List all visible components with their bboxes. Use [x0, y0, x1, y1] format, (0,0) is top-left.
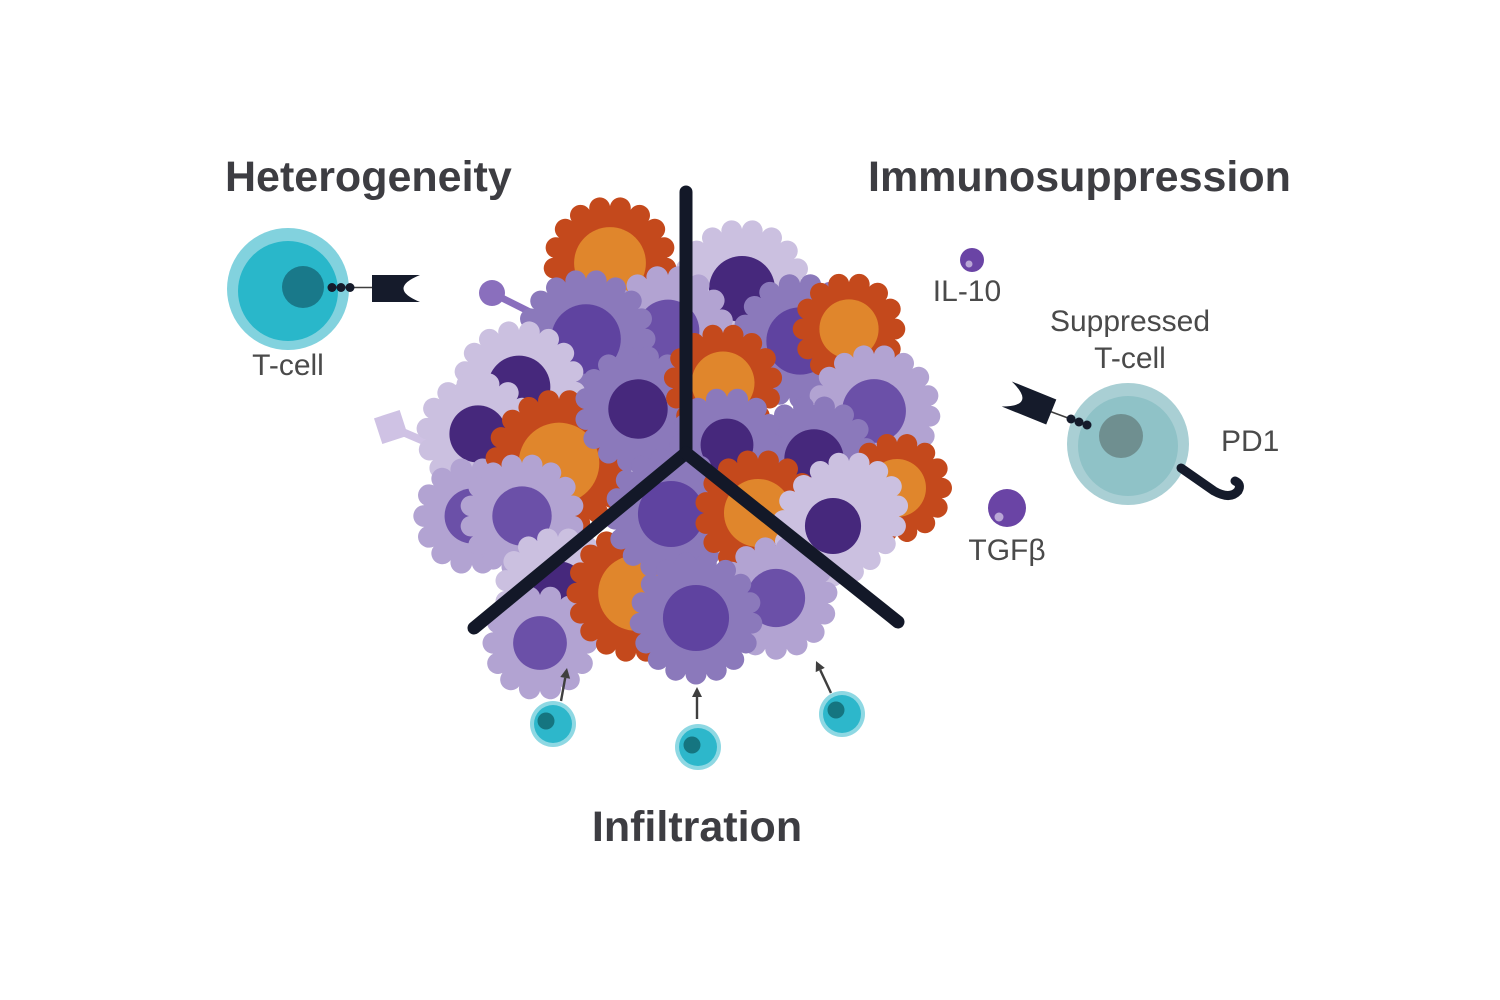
suppressed-tcell-receptor-dot	[1074, 417, 1084, 427]
sector-divider	[467, 185, 905, 635]
tumor-cell-nucleus	[637, 480, 705, 548]
arrow-head	[560, 668, 571, 679]
tumor-cell-nucleus	[662, 584, 730, 652]
infiltration-title: Infiltration	[591, 803, 803, 851]
arrow-head	[692, 687, 702, 697]
tumor-cell-nucleus	[746, 568, 806, 628]
tumor-cell-cluster	[413, 197, 952, 700]
infiltration-arrow	[815, 661, 833, 694]
suppressed-tcell	[1001, 381, 1244, 505]
pd1-receptor	[1176, 463, 1244, 500]
tgfb-molecule-dot	[994, 512, 1004, 522]
pd1-label: PD1	[1221, 425, 1280, 458]
tumor-cell-Lm	[482, 586, 598, 700]
il10-molecule	[960, 248, 984, 272]
tumor-cell-nucleus	[513, 616, 567, 670]
tcell-nucleus	[282, 266, 324, 308]
tcell-receptor-dot	[327, 283, 337, 292]
pin-head	[479, 280, 505, 306]
suppressed-tcell-flag-receptor	[1001, 381, 1057, 425]
suppressed-tcell-receptor-dot	[1066, 414, 1076, 424]
tcell-label: T-cell	[252, 349, 324, 382]
infiltrating-tcell-nucleus	[827, 701, 845, 719]
tgfb-label: TGFβ	[968, 534, 1046, 567]
tgfb-molecule	[988, 489, 1026, 527]
tumor-cell-nucleus	[608, 379, 668, 439]
arrow-shaft	[559, 677, 567, 702]
infiltration-arrow	[692, 687, 702, 719]
il10-label: IL-10	[932, 275, 1002, 308]
tcell-flag-receptor	[372, 275, 420, 302]
suppressed-tcell-nucleus	[1099, 414, 1143, 458]
suppressed-tcell-receptor-dot	[1082, 420, 1092, 430]
suppressed-tcell-label-line1: Suppressed	[1049, 305, 1211, 338]
tumor-cell-nucleus	[804, 497, 862, 555]
tcell-receptor-dot	[336, 283, 346, 292]
il10-molecule-dot	[965, 260, 973, 268]
divider-arm-bottom-right	[679, 446, 905, 629]
suppressed-tcell-label-line2: T-cell	[1094, 342, 1166, 375]
arrow-head	[815, 661, 825, 673]
paddle-head	[373, 409, 409, 445]
tgfb-molecule-body	[988, 489, 1026, 527]
infiltration-arrow	[559, 668, 571, 702]
suppressed-tcell-label: Suppressed T-cell	[1030, 303, 1230, 377]
heterogeneity-title: Heterogeneity	[225, 153, 512, 201]
infiltrating-tcell	[819, 691, 865, 737]
infiltrating-tcell-nucleus	[537, 712, 555, 730]
tumor-cell-nucleus	[492, 486, 552, 546]
infiltrating-tcell-nucleus	[683, 736, 701, 754]
divider-arm-bottom-left	[467, 446, 693, 635]
tumor-cell-nucleus	[819, 299, 879, 359]
arrow-shaft	[819, 669, 833, 694]
tcell-receptor-dot	[345, 283, 355, 292]
immunosuppression-title: Immunosuppression	[868, 153, 1291, 201]
infiltrating-tcell	[530, 701, 576, 747]
tumor-cell-P	[629, 552, 763, 685]
infiltrating-tcell	[675, 724, 721, 770]
il10-molecule-body	[960, 248, 984, 272]
tcell	[227, 228, 420, 350]
suppressed-tcell-receptor-line	[1048, 410, 1069, 419]
